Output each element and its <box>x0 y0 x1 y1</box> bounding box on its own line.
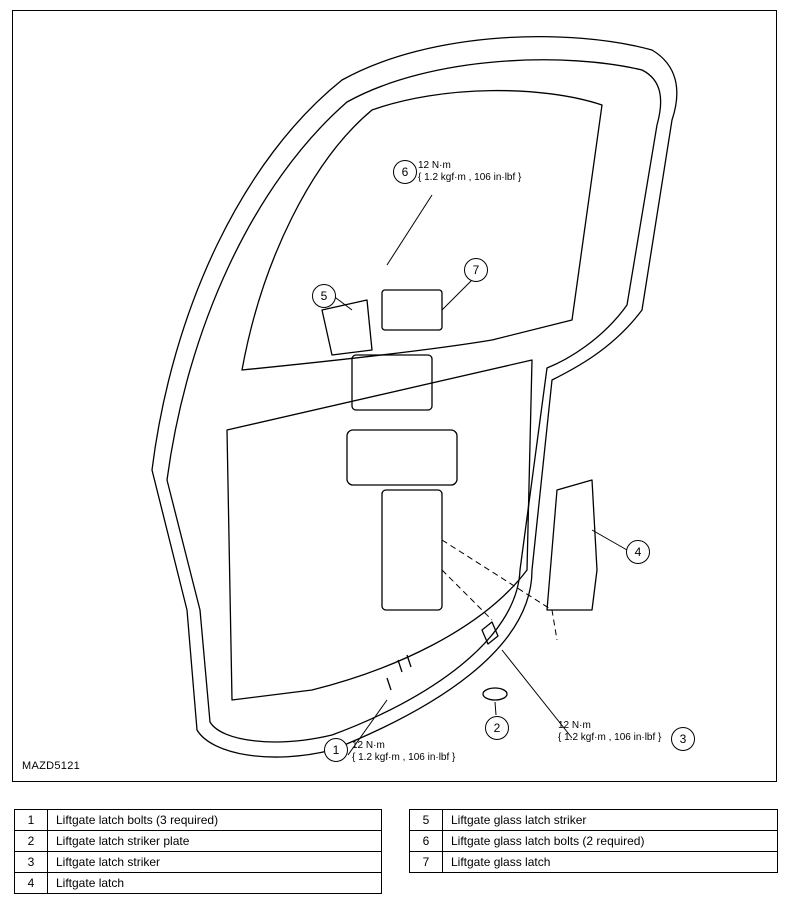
inner-panel-outline <box>226 359 533 701</box>
legend-label: Liftgate glass latch striker <box>442 809 778 831</box>
leader-6 <box>386 194 433 266</box>
legend-table-left: 1 Liftgate latch bolts (3 required) 2 Li… <box>14 809 382 894</box>
leader-1 <box>347 699 388 756</box>
torque-alt-3: { 1.2 kgf·m , 106 in·lbf } <box>558 732 662 743</box>
legend-num: 6 <box>409 830 443 852</box>
striker-bolt-body <box>481 621 499 645</box>
latch-housing <box>346 429 458 486</box>
legend-label: Liftgate latch striker plate <box>47 830 382 852</box>
legend-num: 7 <box>409 851 443 873</box>
glass-latch-base <box>351 354 433 411</box>
leader-3 <box>501 649 573 739</box>
lower-bracket <box>381 489 443 611</box>
torque-nm-1: 12 N·m <box>352 740 385 751</box>
figure-frame <box>12 10 777 782</box>
alignment-line-latch <box>441 539 558 641</box>
legend-row: 1 Liftgate latch bolts (3 required) <box>14 809 382 831</box>
legend-row: 2 Liftgate latch striker plate <box>14 830 382 852</box>
legend-row: 5 Liftgate glass latch striker <box>409 809 778 831</box>
leader-4 <box>591 529 628 551</box>
legend-label: Liftgate glass latch <box>442 851 778 873</box>
torque-spec-6: 12 N·m { 1.2 kgf·m , 106 in·lbf } <box>418 160 521 184</box>
torque-spec-3: 12 N·m { 1.2 kgf·m , 106 in·lbf } <box>558 720 661 744</box>
legend-num: 3 <box>14 851 48 873</box>
callout-7: 7 <box>464 258 488 282</box>
figure-code: MAZD5121 <box>22 760 81 772</box>
legend-num: 5 <box>409 809 443 831</box>
torque-nm-6: 12 N·m <box>418 160 451 171</box>
legend-row: 4 Liftgate latch <box>14 872 382 894</box>
legend-row: 7 Liftgate glass latch <box>409 851 778 873</box>
leader-2 <box>494 701 497 716</box>
latch-bolts <box>386 654 412 691</box>
legend-label: Liftgate glass latch bolts (2 required) <box>442 830 778 852</box>
legend-label: Liftgate latch bolts (3 required) <box>47 809 382 831</box>
legend-label: Liftgate latch striker <box>47 851 382 873</box>
glass-latch-body <box>381 289 443 331</box>
legend-num: 4 <box>14 872 48 894</box>
torque-alt-6: { 1.2 kgf·m , 106 in·lbf } <box>418 172 522 183</box>
liftgate-inner-outline <box>166 59 662 743</box>
liftgate-latch-body <box>546 479 598 611</box>
torque-spec-1: 12 N·m { 1.2 kgf·m , 106 in·lbf } <box>352 740 455 764</box>
legend-row: 3 Liftgate latch striker <box>14 851 382 873</box>
callout-5: 5 <box>312 284 336 308</box>
callout-6: 6 <box>393 160 417 184</box>
legend-label: Liftgate latch <box>47 872 382 894</box>
legend-table-right: 5 Liftgate glass latch striker 6 Liftgat… <box>409 809 778 873</box>
legend-num: 1 <box>14 809 48 831</box>
callout-1: 1 <box>324 738 348 762</box>
glass-latch-striker-body <box>321 299 373 356</box>
callout-3: 3 <box>671 727 695 751</box>
legend-num: 2 <box>14 830 48 852</box>
torque-nm-3: 12 N·m <box>558 720 591 731</box>
leader-7 <box>441 277 475 311</box>
callout-4: 4 <box>626 540 650 564</box>
legend-row: 6 Liftgate glass latch bolts (2 required… <box>409 830 778 852</box>
alignment-line-striker <box>441 569 493 621</box>
torque-alt-1: { 1.2 kgf·m , 106 in·lbf } <box>352 752 456 763</box>
callout-2: 2 <box>485 716 509 740</box>
striker-plate-body <box>482 687 508 701</box>
glass-opening-outline <box>241 89 603 371</box>
liftgate-diagram <box>151 36 678 758</box>
